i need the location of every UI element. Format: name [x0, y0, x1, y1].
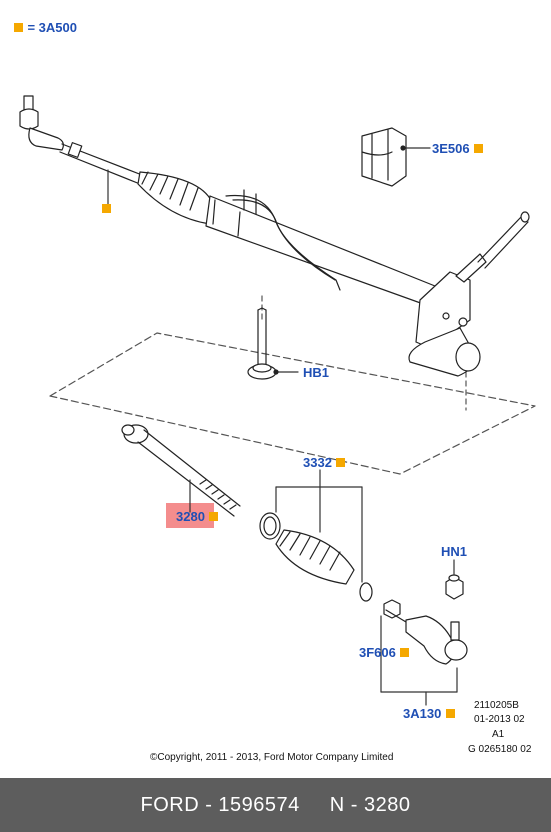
label-3280: 3280 [176, 508, 219, 526]
label-hb1: HB1 [303, 365, 330, 380]
bolt-hb1 [247, 307, 277, 380]
inner-tie-rod [121, 424, 241, 517]
ref-line-4: G 0265180 02 [468, 744, 532, 755]
boot-clamp [259, 512, 281, 540]
outer-tie-rod-end [405, 615, 468, 665]
rack-housing [205, 189, 530, 377]
label-3e506: 3E506 [432, 140, 484, 158]
parts-diagram [19, 95, 536, 706]
label-3332: 3332 [303, 454, 346, 472]
ref-line-1: 2110205B [474, 700, 519, 711]
copyright: ©Copyright, 2011 - 2013, Ford Motor Comp… [150, 752, 394, 763]
lower-rack-boot [275, 529, 355, 585]
legend-swatch [14, 23, 23, 32]
jam-nut [383, 599, 401, 619]
label-3a130: 3A130 [403, 705, 455, 723]
footer-ref-number: N - 3280 [329, 793, 411, 816]
top-rack-boot [137, 171, 213, 225]
legend: = 3A500 [14, 19, 77, 37]
mounting-bracket [361, 127, 407, 187]
ref-line-3: A1 [492, 729, 505, 740]
top-tie-rod-end [19, 95, 64, 151]
label-hn1: HN1 [441, 544, 468, 559]
legend-text: = 3A500 [27, 20, 77, 35]
dashed-boundary [49, 332, 536, 475]
footer-bar: FORD - 1596574 N - 3280 [0, 778, 551, 832]
marker-3a500-top [102, 200, 111, 218]
hex-nut-hn1 [445, 574, 464, 600]
label-3f606: 3F606 [359, 644, 410, 662]
ref-line-2: 01-2013 02 [474, 714, 525, 725]
footer-part-number: FORD - 1596574 [140, 793, 300, 816]
